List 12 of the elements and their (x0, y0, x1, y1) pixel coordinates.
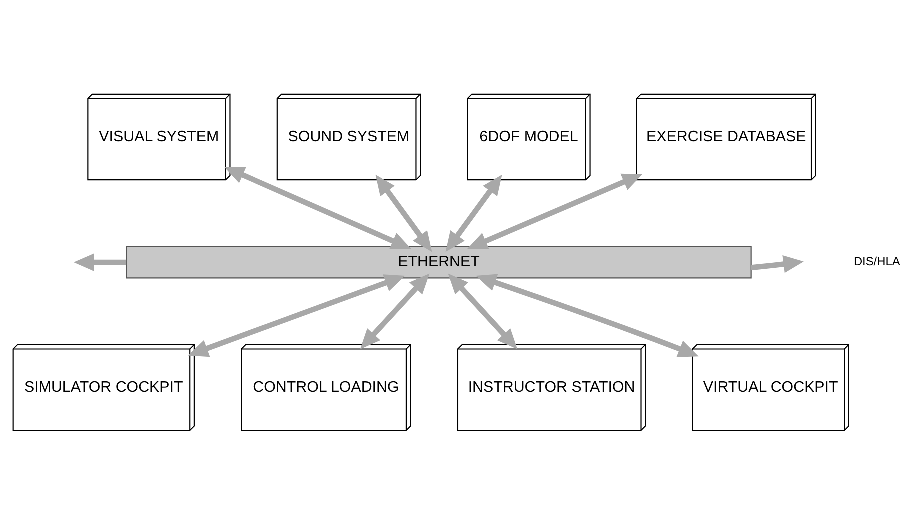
arrow (360, 274, 430, 350)
label: DIS/HLA (853, 254, 900, 269)
arrow (224, 166, 412, 250)
arrow (375, 174, 432, 252)
arrow (445, 174, 502, 252)
arrow (476, 274, 698, 358)
arrow (448, 274, 518, 350)
arrow (750, 255, 804, 274)
node-box: ETHERNET (126, 246, 752, 279)
arrow (466, 174, 642, 250)
arrow (73, 254, 126, 272)
arrow (188, 274, 405, 358)
